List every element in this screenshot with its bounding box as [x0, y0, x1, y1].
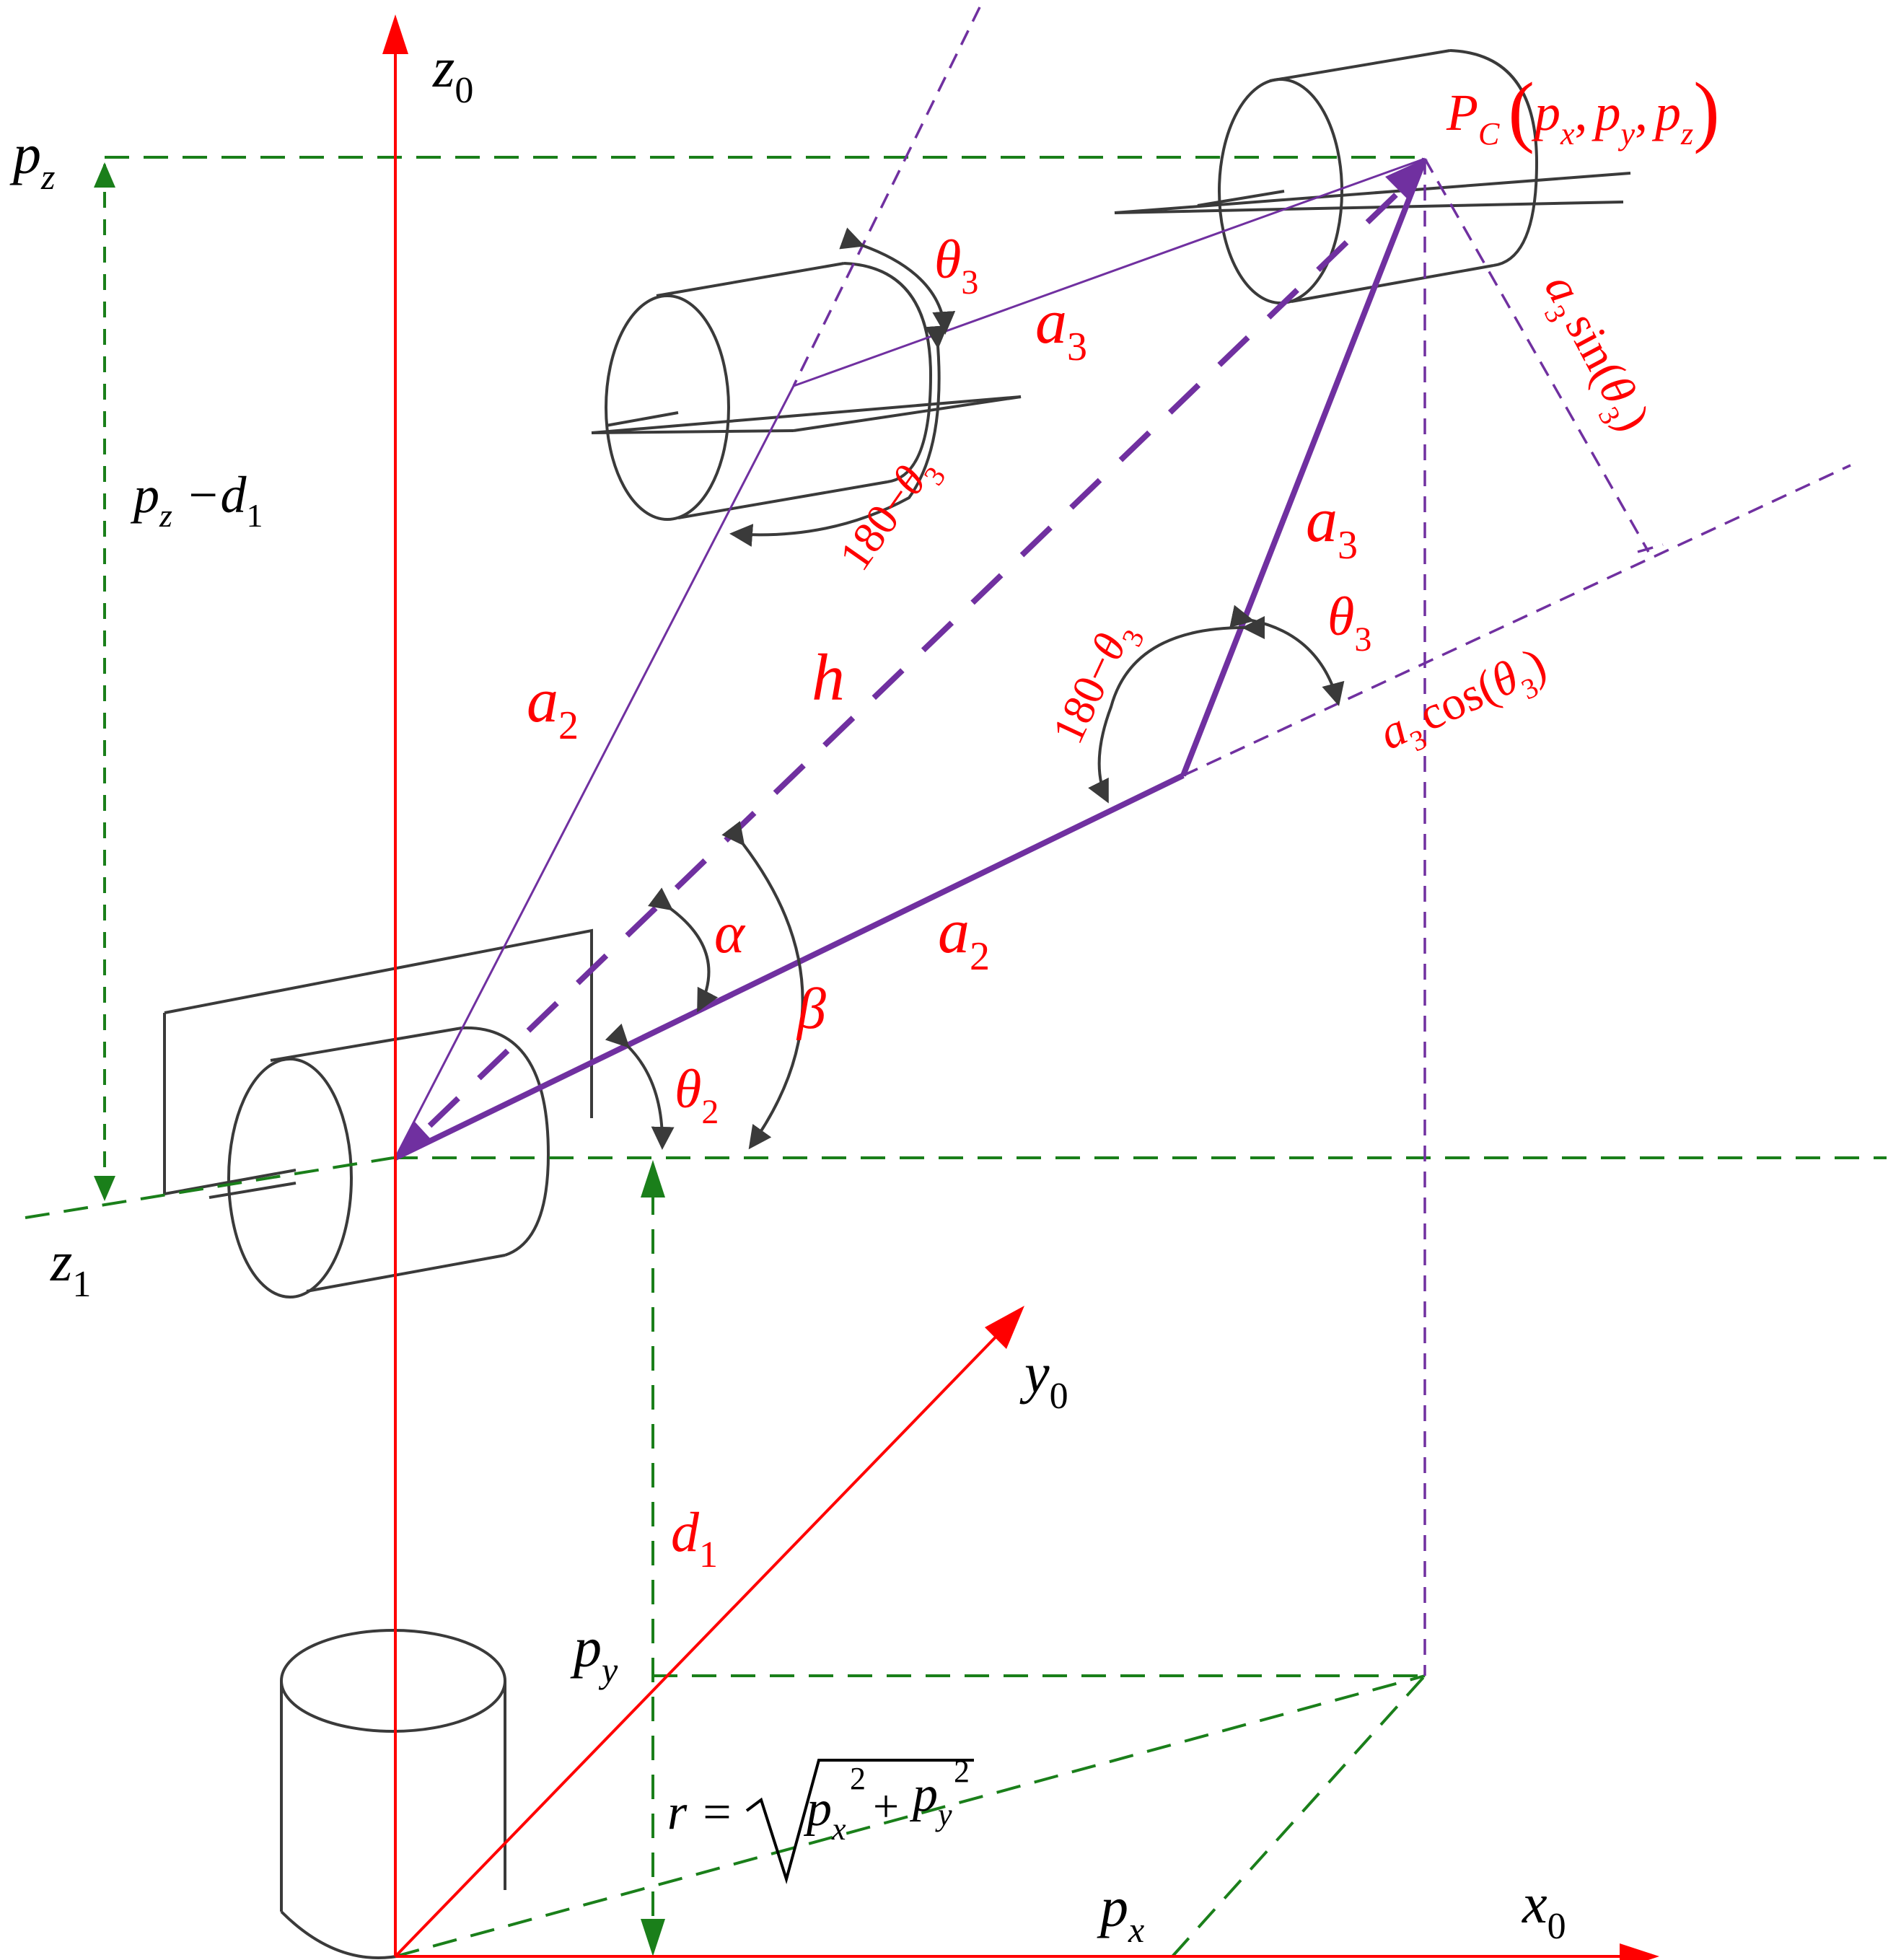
joint3-cylinder	[591, 262, 1022, 521]
z0-label: z0	[432, 36, 473, 111]
a2-label-lower: a2	[938, 897, 990, 979]
x0-label: x0	[1522, 1872, 1566, 1947]
base-cylinder	[280, 1629, 506, 1959]
r-formula: r = px 2 + py 2	[667, 1754, 974, 1885]
d1-arrow-head-top	[641, 1160, 665, 1197]
coordinate-axes	[382, 14, 1659, 1960]
link-a2-thin	[394, 385, 795, 1159]
alpha-label: α	[714, 902, 746, 965]
pc-label: PC(px,py,pz)	[1446, 66, 1720, 154]
angle-arcs	[605, 227, 1345, 1150]
svg-text:r =: r =	[667, 1785, 734, 1840]
svg-text:2: 2	[954, 1754, 970, 1789]
180-theta3-lower-arc	[1088, 615, 1265, 804]
a3-label-right: a3	[1306, 485, 1358, 568]
z1-label: z1	[50, 1230, 91, 1305]
180-minus-theta3-lower: 180−θ3	[1043, 613, 1151, 755]
link-a2-thick	[394, 773, 1185, 1161]
theta2-label: θ2	[675, 1059, 719, 1131]
180-theta3-upper-arc	[729, 325, 948, 548]
guide-lines	[25, 156, 1887, 1958]
alpha-arc	[648, 887, 719, 1013]
pz-minus-d1-label: pz −d1	[130, 466, 263, 534]
beta-arc	[721, 821, 804, 1150]
d1-arrow-head-bot	[641, 1919, 665, 1956]
a3-sin-theta3-label: a3sin(θ3)	[1527, 265, 1660, 444]
y0-label: y0	[1019, 1342, 1068, 1417]
joint2-cylinder	[163, 928, 593, 1298]
px-label: px	[1097, 1876, 1144, 1950]
svg-text:py: py	[909, 1767, 952, 1832]
d1-label: d1	[671, 1500, 718, 1576]
pz-label: pz	[9, 123, 55, 197]
link-h-dashed	[395, 159, 1425, 1158]
wrist-cylinder	[1114, 49, 1631, 304]
theta3-label-lower: θ3	[1327, 586, 1371, 659]
y0-axis	[394, 1324, 1008, 1958]
link-guides	[792, 6, 1851, 1676]
theta3-lower-arc	[1229, 605, 1345, 706]
180-minus-theta3-upper: 180−θ3	[830, 446, 952, 585]
svg-text:+: +	[873, 1780, 899, 1832]
link-a3-thin	[793, 157, 1426, 387]
a3-cos-theta3-label: a3cos(θ3)	[1371, 638, 1557, 768]
beta-label: β	[796, 977, 826, 1041]
a2-label-upper: a2	[527, 666, 579, 748]
h-label: h	[812, 641, 845, 714]
svg-text:px: px	[803, 1781, 846, 1847]
link-a3-thick	[1180, 157, 1428, 777]
a3-label-upper: a3	[1035, 287, 1087, 369]
py-label: py	[570, 1616, 618, 1690]
d1-arrow-head-bottom	[94, 1176, 115, 1201]
theta3-upper-arc	[839, 227, 956, 335]
svg-text:2: 2	[850, 1761, 866, 1796]
theta2-arc	[605, 1023, 675, 1150]
theta3-label-upper: θ3	[934, 229, 978, 302]
pz-arrow-head	[94, 162, 115, 188]
